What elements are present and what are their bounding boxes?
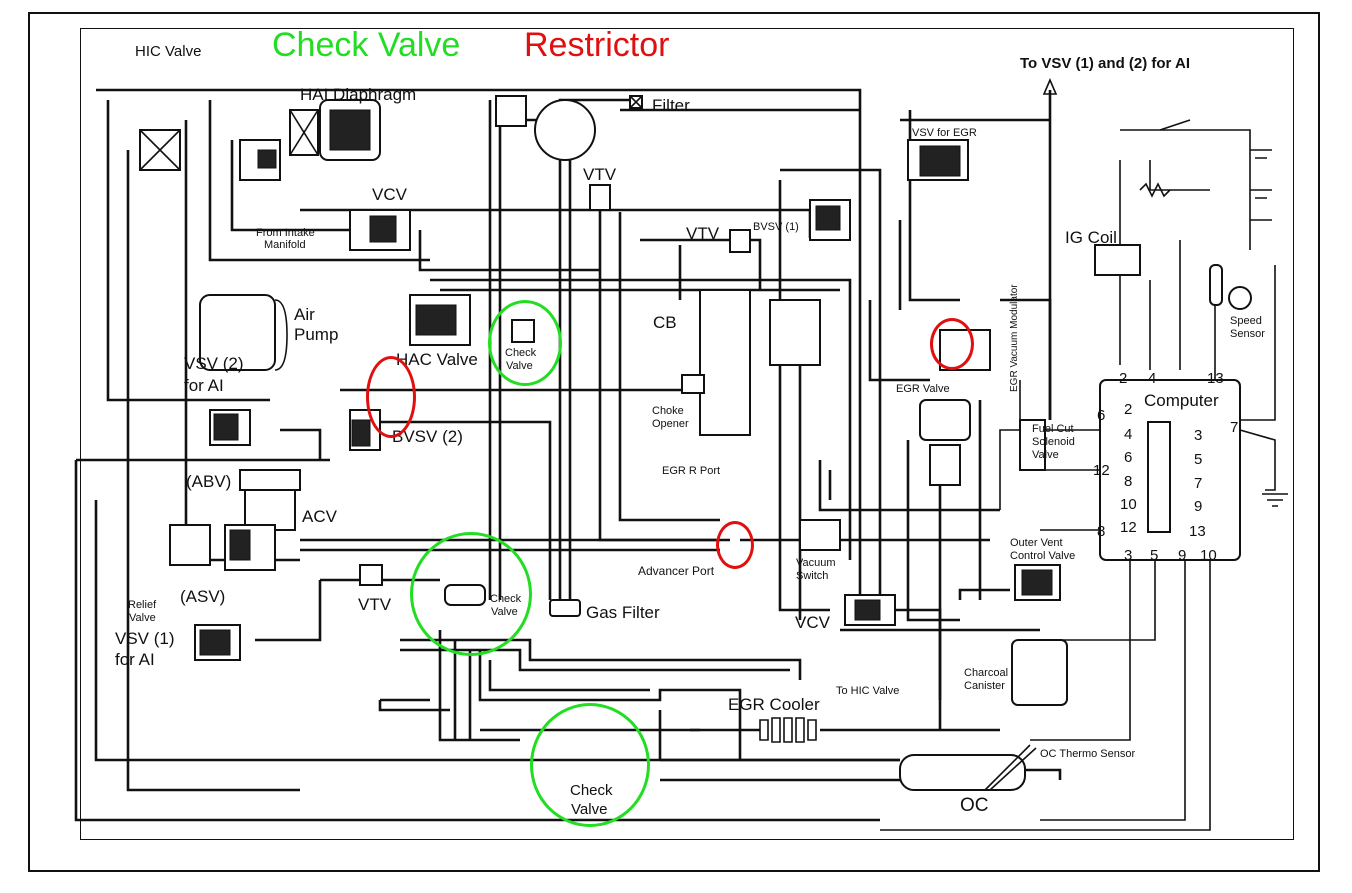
label-vsv1-2: for AI [115, 650, 155, 669]
label-acv: ACV [302, 507, 337, 526]
pin-in-2: 2 [1124, 401, 1133, 418]
pin-in-6: 6 [1124, 449, 1133, 466]
pin-r-5: 5 [1194, 451, 1203, 468]
label-vtv-low: VTV [358, 595, 392, 614]
label-egr-r-port: EGR R Port [662, 465, 721, 477]
label-from-intake-2: Manifold [264, 239, 306, 251]
label-bvsv1: BVSV (1) [753, 221, 799, 233]
pin-left-6: 6 [1097, 407, 1106, 424]
label-bvsv2: BVSV (2) [392, 427, 463, 446]
label-air-pump-1: Air [294, 305, 315, 324]
label-egr-vacuum-modulator: EGR Vacuum Modulator [1009, 284, 1020, 392]
label-fuel-cut-2: Solenoid [1032, 436, 1075, 448]
pin-in-8: 8 [1124, 473, 1133, 490]
label-vsv2-2: for AI [184, 376, 224, 395]
pin-bot-9: 9 [1178, 547, 1187, 564]
label-choke-opener-2: Opener [652, 418, 689, 430]
label-egr-cooler: EGR Cooler [728, 695, 820, 714]
label-hic-valve: HIC Valve [135, 43, 202, 60]
inner-frame [80, 28, 1294, 840]
pin-left-8: 8 [1097, 523, 1106, 540]
label-vsv1-1: VSV (1) [115, 629, 175, 648]
pin-top-4: 4 [1148, 370, 1157, 387]
label-oc: OC [960, 795, 989, 816]
restrictor-highlight-1 [366, 356, 416, 438]
check-valve-highlight-3 [530, 703, 650, 827]
pin-in-10: 10 [1120, 496, 1137, 513]
label-fuel-cut-3: Valve [1032, 449, 1059, 461]
label-hai-diaphragm: HAI Diaphragm [300, 85, 417, 104]
pin-side-7: 7 [1230, 419, 1239, 436]
label-hac-valve: HAC Valve [396, 350, 478, 369]
label-charcoal-2: Canister [964, 680, 1005, 692]
label-speed-sensor-2: Sensor [1230, 328, 1265, 340]
label-cb: CB [653, 313, 677, 332]
pin-r-3: 3 [1194, 427, 1203, 444]
check-valve-highlight-2 [410, 532, 532, 656]
pin-r-13: 13 [1189, 523, 1206, 540]
label-charcoal-1: Charcoal [964, 667, 1009, 679]
label-choke-opener-1: Choke [652, 405, 684, 417]
label-vcv-low: VCV [795, 613, 830, 632]
label-fuel-cut-1: Fuel Cut [1032, 423, 1074, 435]
label-from-intake-1: From Intake [256, 227, 315, 239]
label-abv: (ABV) [186, 472, 232, 491]
label-outer-vent-1: Outer Vent [1010, 537, 1063, 549]
restrictor-highlight-2 [716, 521, 754, 569]
label-vtv-top: VTV [583, 165, 617, 184]
pin-r-9: 9 [1194, 498, 1203, 515]
pin-bot-5: 5 [1150, 547, 1159, 564]
pin-top-13: 13 [1207, 370, 1224, 387]
pin-in-12: 12 [1120, 519, 1137, 536]
label-oc-thermo-sensor: OC Thermo Sensor [1040, 748, 1136, 760]
legend-restrictor: Restrictor [524, 26, 670, 64]
label-vcv-top: VCV [372, 185, 407, 204]
label-outer-vent-2: Control Valve [1010, 550, 1076, 562]
label-relief-valve-1: Relief [128, 599, 157, 611]
label-vsv2-1: VSV (2) [184, 354, 244, 373]
label-computer: Computer [1144, 391, 1219, 410]
label-vtv-mid: VTV [686, 224, 720, 243]
check-valve-highlight-1 [488, 300, 562, 386]
pin-left-12: 12 [1093, 462, 1110, 479]
label-egr-valve: EGR Valve [896, 383, 950, 395]
restrictor-highlight-3 [930, 318, 974, 370]
label-vacuum-switch-1: Vacuum [796, 557, 836, 569]
pin-bot-3: 3 [1124, 547, 1133, 564]
legend-check-valve: Check Valve [272, 26, 461, 64]
label-advancer-port: Advancer Port [638, 564, 715, 578]
label-to-hic-valve: To HIC Valve [836, 685, 900, 697]
label-speed-sensor-1: Speed [1230, 315, 1262, 327]
pin-top-2: 2 [1119, 370, 1128, 387]
pin-r-7: 7 [1194, 475, 1203, 492]
label-filter: Filter [652, 96, 690, 115]
outer-frame [28, 12, 1320, 872]
label-air-pump-2: Pump [294, 325, 339, 344]
label-vsv-for-egr: VSV for EGR [912, 127, 977, 139]
pin-in-4: 4 [1124, 426, 1133, 443]
label-relief-valve-2: Valve [129, 612, 156, 624]
pin-bot-10: 10 [1200, 547, 1217, 564]
label-vacuum-switch-2: Switch [796, 570, 829, 582]
label-to-vsv: To VSV (1) and (2) for AI [1020, 55, 1191, 72]
label-gas-filter: Gas Filter [586, 603, 660, 622]
label-asv: (ASV) [180, 587, 226, 606]
label-ig-coil: IG Coil [1065, 228, 1117, 247]
